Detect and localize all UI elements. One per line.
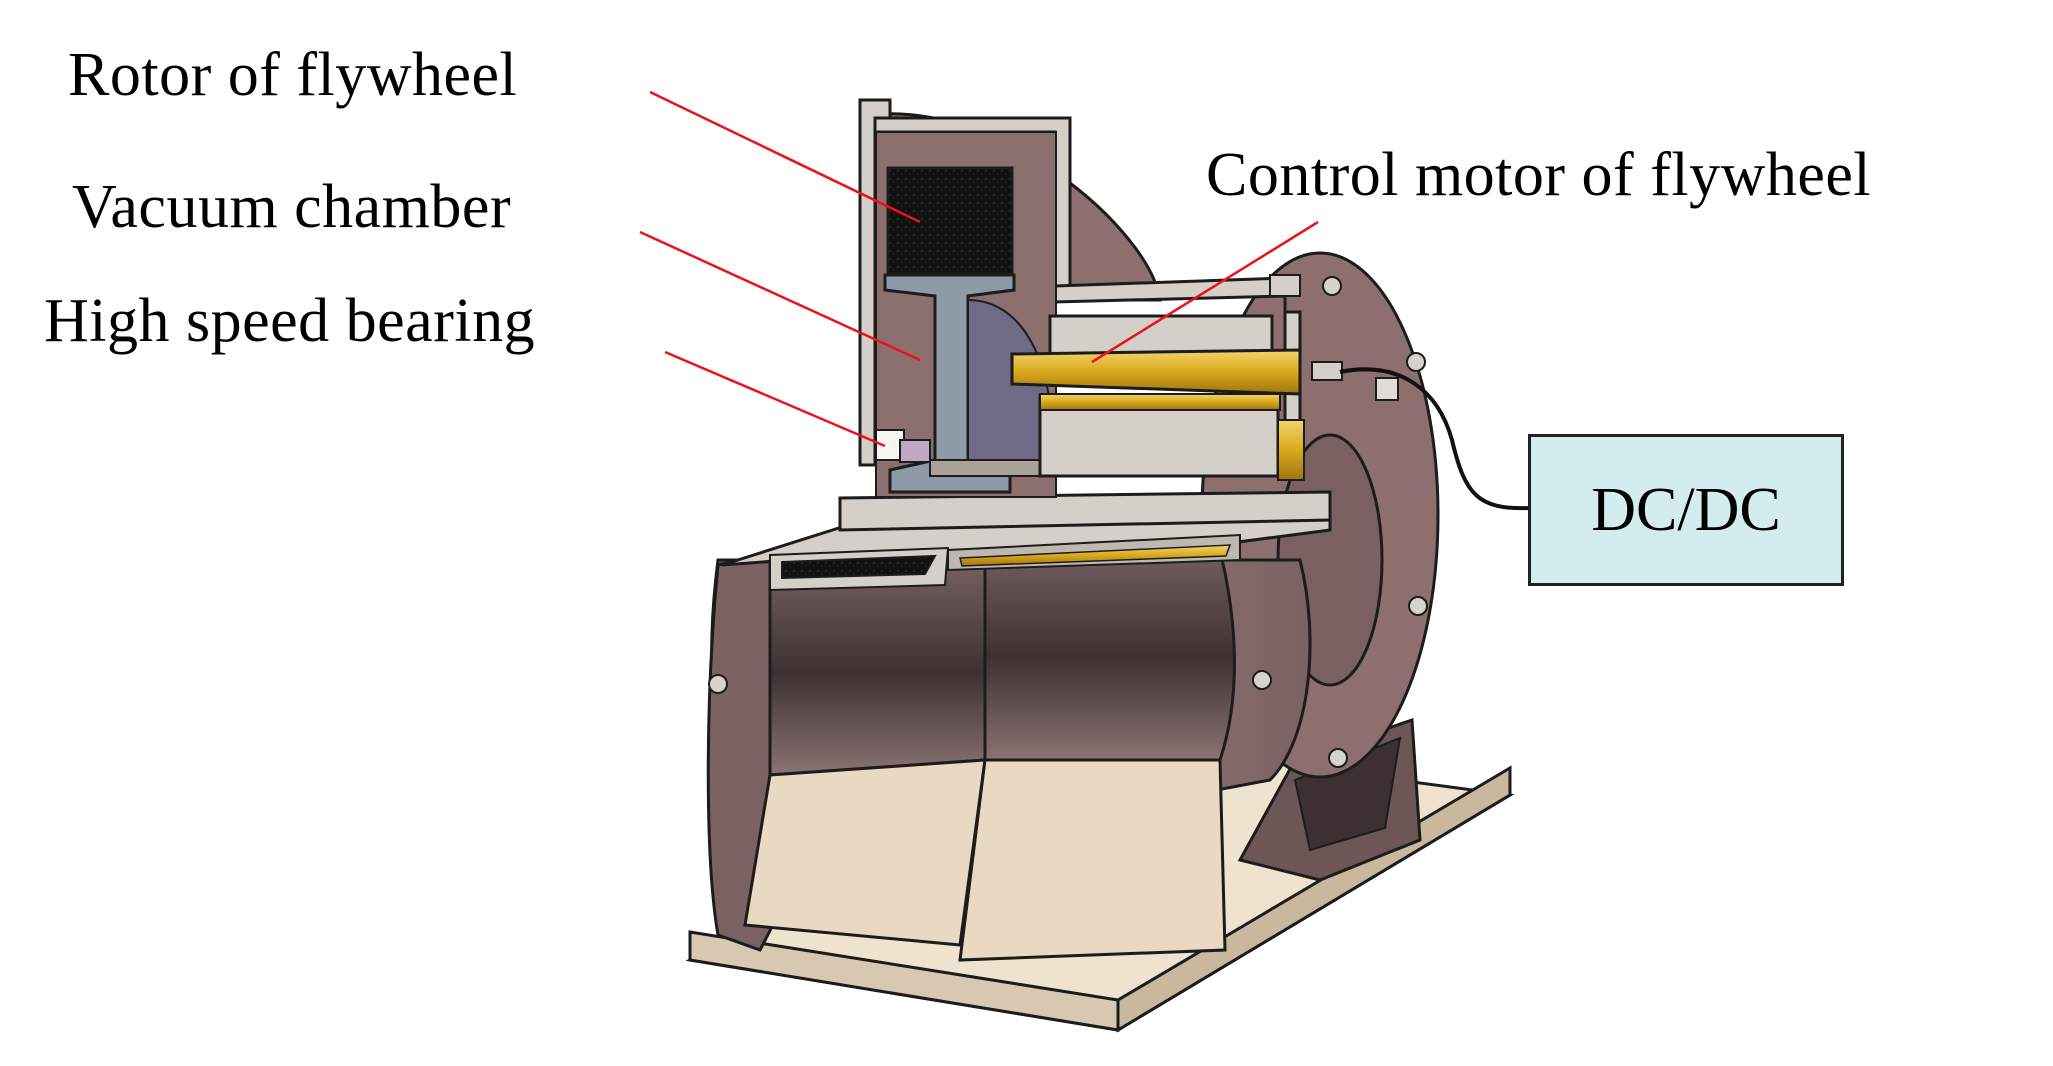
vacuum-leader-line — [639, 230, 921, 362]
bearing-leader-line — [664, 350, 886, 448]
lower-section-cut — [721, 498, 1332, 592]
rotor-label: Rotor of flywheel — [68, 41, 518, 109]
leader-lines — [639, 90, 1319, 448]
dc-dc-converter-box: DC/DC — [1528, 434, 1844, 586]
rotor-leader-line — [649, 90, 921, 224]
control-motor — [1010, 314, 1305, 481]
dc-dc-label: DC/DC — [1591, 475, 1781, 544]
rear-support-leg — [1237, 717, 1422, 882]
control-motor-label: Control motor of flywheel — [1206, 141, 1872, 209]
front-saddle-legs — [706, 530, 1272, 962]
cable — [1311, 361, 1531, 511]
bearing-label: High speed bearing — [44, 287, 536, 355]
vacuum-chamber-label: Vacuum chamber — [72, 173, 512, 241]
high-speed-bearing — [875, 429, 1051, 477]
motor-leader-line — [1091, 220, 1319, 364]
flywheel-rotor — [883, 166, 1053, 494]
